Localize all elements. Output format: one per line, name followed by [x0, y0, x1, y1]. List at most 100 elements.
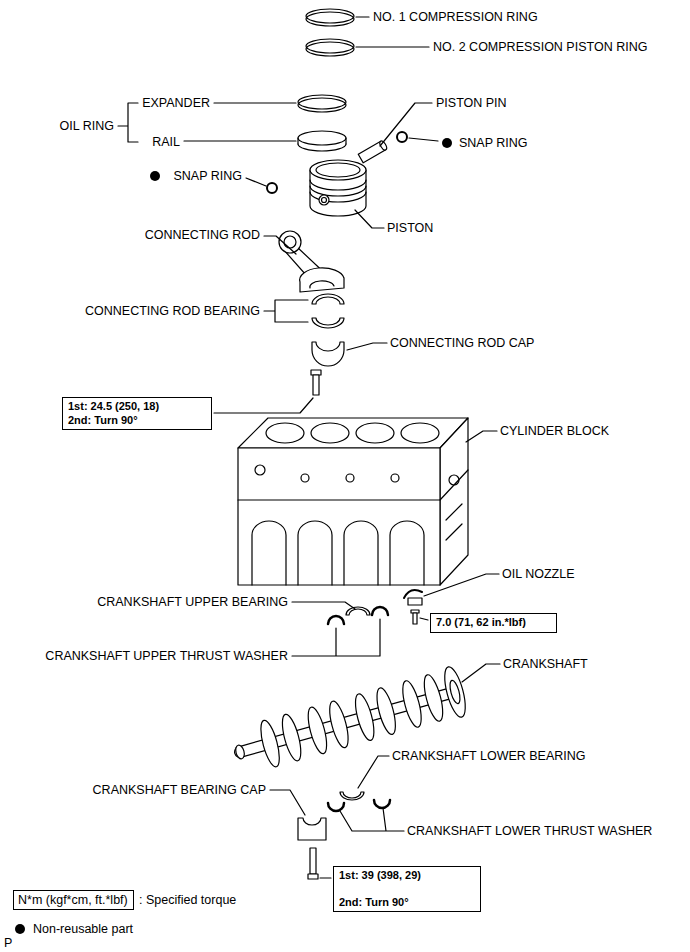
upper-thrust-washer [372, 607, 388, 615]
crankshaft [373, 686, 399, 736]
part-name: SNAP RING [173, 169, 242, 183]
oil-nozzle [413, 613, 417, 624]
oil-ring-expander [298, 95, 346, 112]
part-name: CRANKSHAFT LOWER THRUST WASHER [407, 824, 652, 838]
legend-entry: : Specified torque [139, 893, 236, 907]
part-name: CRANKSHAFT BEARING CAP [93, 783, 266, 797]
lower-thrust-washer [374, 800, 390, 808]
oil-ring-expander [298, 98, 346, 112]
piston [310, 160, 366, 216]
cylinder-block [252, 521, 286, 585]
leader-line [355, 210, 384, 228]
crankshaft-lower-bearing [340, 792, 364, 800]
spec-text: 7.0 (71, 62 in.*lbf) [436, 616, 551, 629]
compression-ring [306, 12, 354, 26]
crankshaft-lower-bearing [340, 792, 364, 800]
cylinder-block [449, 475, 459, 485]
part-name: CYLINDER BLOCK [500, 424, 609, 438]
compression-ring [306, 39, 354, 56]
leader-line [292, 619, 380, 656]
spec-text: 2nd: Turn 90° [68, 414, 206, 427]
oil-ring-rail [298, 131, 346, 145]
lower-thrust-washer [328, 803, 344, 811]
crankshaft [304, 705, 330, 755]
cylinder-block [266, 423, 304, 443]
crankshaft-bearing-cap [298, 818, 326, 840]
torque-spec-box: 1st: 24.5 (250, 18)2nd: Turn 90° [62, 397, 212, 430]
leader-line [246, 178, 266, 186]
part-name: PISTON PIN [436, 96, 507, 110]
crankshaft [326, 699, 352, 749]
upper-thrust-washer [328, 616, 344, 624]
bolt [313, 375, 319, 395]
cylinder-block [446, 504, 462, 540]
upper-thrust-washer [328, 607, 388, 624]
figure-code: P [4, 936, 12, 950]
crankshaft [352, 692, 378, 742]
bolt [311, 370, 321, 395]
oil-ring-rail [298, 131, 346, 151]
cylinder-block [401, 423, 439, 443]
connecting-rod [279, 231, 344, 292]
leader-line [264, 236, 296, 254]
cylinder-block [311, 423, 349, 443]
connecting-rod-cap [312, 342, 344, 366]
connecting-rod [284, 236, 296, 248]
part-name: EXPANDER [142, 96, 210, 110]
legend-sample-box: N*m (kgf*cm, ft.*lbf) [13, 890, 134, 910]
cylinder-block [346, 474, 354, 482]
piston-pin [358, 140, 388, 163]
snap-ring [397, 132, 407, 142]
compression-ring [306, 9, 354, 23]
piston [316, 163, 360, 177]
part-name: NO. 1 COMPRESSION RING [373, 10, 538, 24]
part-name: OIL NOZZLE [502, 567, 574, 581]
oil-ring-rail [298, 144, 346, 151]
non-reusable-dot [15, 138, 452, 934]
leader-line [466, 431, 497, 442]
part-name: OIL RING [60, 119, 114, 133]
connecting-rod-cap [312, 342, 344, 366]
piston-pin [358, 140, 388, 163]
piston [310, 192, 366, 202]
cylinder-block [238, 418, 468, 585]
part-name: CRANKSHAFT UPPER THRUST WASHER [45, 649, 288, 663]
leader-line [358, 756, 389, 788]
crankshaft [234, 744, 245, 760]
piston [322, 198, 327, 203]
part-name: RAIL [152, 135, 180, 149]
cylinder-block [440, 418, 468, 585]
leader-line [424, 574, 499, 596]
part-name: CRANKSHAFT UPPER BEARING [97, 595, 288, 609]
crankshaft [441, 665, 470, 719]
part-name: CONNECTING ROD [145, 228, 260, 242]
crankshaft-upper-bearing [346, 607, 370, 615]
crankshaft [421, 673, 447, 723]
connecting-rod-bearing [312, 294, 344, 328]
cylinder-block [238, 470, 468, 500]
non-reusable-dot [150, 171, 160, 181]
leader-line [356, 46, 429, 47]
cylinder-block [238, 418, 468, 448]
part-name: NO. 2 COMPRESSION PISTON RING [433, 40, 647, 54]
leader-line [420, 618, 428, 620]
non-reusable-dot [442, 138, 452, 148]
compression-ring [306, 39, 354, 53]
connecting-rod [300, 268, 344, 292]
crankshaft [448, 679, 462, 704]
oil-nozzle [408, 598, 422, 605]
cylinder-block [238, 448, 440, 585]
leader-line [356, 16, 369, 17]
bolt [311, 370, 321, 375]
leader-line [409, 138, 438, 141]
cylinder-block [390, 521, 424, 585]
spec-text: 2nd: Turn 90° [339, 896, 475, 909]
part-name: CONNECTING ROD CAP [390, 336, 534, 350]
leader-line [214, 398, 313, 413]
part-name: CONNECTING ROD BEARING [85, 304, 260, 318]
compression-ring [306, 42, 354, 56]
cylinder-block [356, 423, 394, 443]
